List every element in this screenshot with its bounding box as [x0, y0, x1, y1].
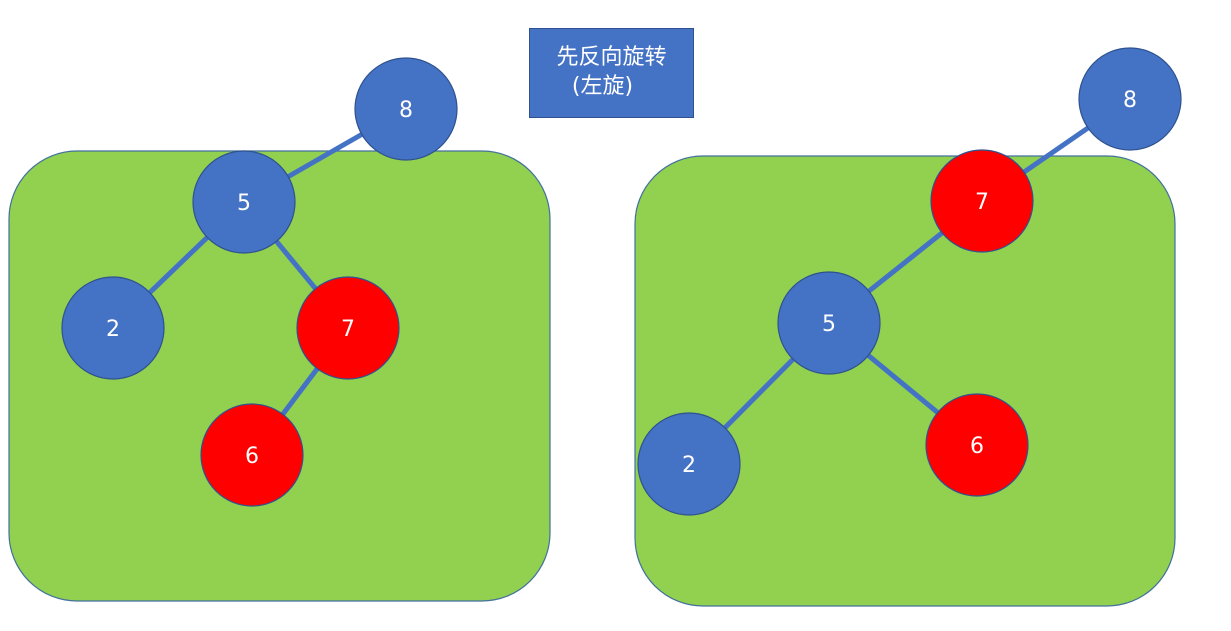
before-panel [8, 150, 551, 602]
after-node-label-6: 6 [970, 434, 984, 459]
after-node-circle-2 [637, 412, 741, 516]
after-node-2: 2 [637, 412, 741, 516]
before-node-circle-7 [296, 276, 400, 380]
after-node-label-8: 8 [1123, 88, 1137, 113]
after-node-circle-7 [930, 149, 1034, 253]
before-edges [147, 131, 364, 417]
after-edge-5-2 [722, 356, 796, 431]
before-node-label-7: 7 [341, 317, 355, 342]
rotation-caption: 先反向旋转 (左旋) [529, 28, 694, 118]
before-edge-8-5 [286, 131, 364, 180]
after-node-label-5: 5 [822, 312, 836, 337]
before-node-5: 5 [192, 150, 296, 254]
before-node-circle-2 [61, 276, 165, 380]
before-node-label-5: 5 [237, 191, 251, 216]
after-node-circle-6 [925, 393, 1029, 497]
before-node-6: 6 [200, 403, 304, 507]
after-node-8: 8 [1078, 47, 1182, 151]
after-node-circle-5 [777, 271, 881, 375]
after-node-6: 6 [925, 393, 1029, 497]
before-edge-7-6 [280, 366, 320, 417]
before-node-label-6: 6 [245, 444, 259, 469]
before-tree: 8 5 2 7 6 [61, 57, 458, 507]
after-node-label-7: 7 [975, 190, 989, 215]
after-edges [722, 125, 1091, 431]
after-node-7: 7 [930, 149, 1034, 253]
before-node-8: 8 [354, 57, 458, 161]
before-node-label-2: 2 [106, 317, 120, 342]
before-node-label-8: 8 [399, 98, 413, 123]
after-edge-5-6 [865, 352, 941, 416]
before-node-2: 2 [61, 276, 165, 380]
before-node-circle-5 [192, 150, 296, 254]
caption-line-2: (左旋) [571, 74, 634, 99]
after-tree: 8 7 5 2 6 [637, 47, 1182, 516]
after-node-circle-8 [1078, 47, 1182, 151]
after-edge-8-7 [1021, 125, 1091, 175]
before-node-circle-8 [354, 57, 458, 161]
after-edge-7-5 [866, 230, 945, 294]
before-edge-5-7 [273, 238, 319, 292]
after-panel [634, 155, 1176, 607]
before-node-circle-6 [200, 403, 304, 507]
before-edge-5-2 [147, 234, 210, 296]
after-node-label-2: 2 [682, 453, 696, 478]
before-node-7: 7 [296, 276, 400, 380]
after-node-5: 5 [777, 271, 881, 375]
caption-line-1: 先反向旋转 [556, 45, 667, 70]
